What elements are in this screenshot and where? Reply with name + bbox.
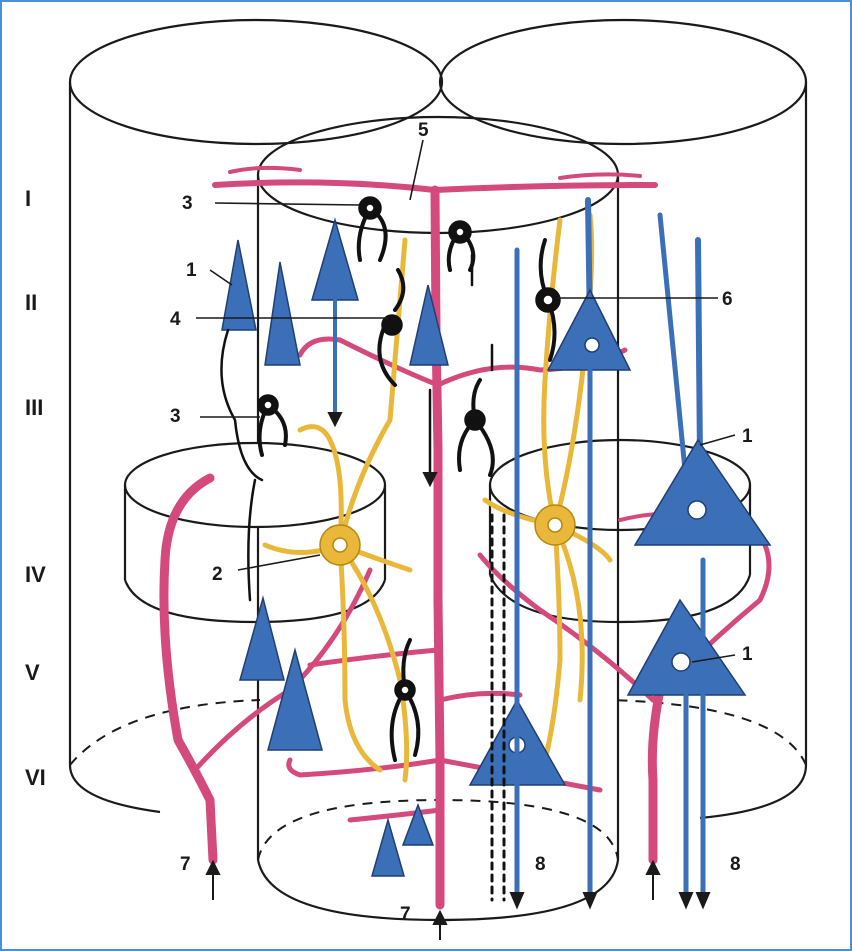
- label-4: 4: [170, 309, 181, 330]
- left-back-cylinder: [70, 20, 442, 812]
- label-3-top: 3: [182, 193, 193, 214]
- layer-label-v: V: [25, 660, 40, 685]
- right-back-cylinder: [440, 20, 806, 818]
- label-3-mid: 3: [170, 406, 181, 427]
- layer-label-iv: IV: [25, 562, 46, 587]
- central-vessel: [435, 190, 440, 905]
- label-1-right-lower: 1: [742, 644, 753, 665]
- left-vessel: [164, 478, 213, 860]
- right-vessel: [652, 690, 660, 860]
- label-1-right-upper: 1: [742, 426, 753, 447]
- layer-label-iii: III: [25, 395, 43, 420]
- label-6: 6: [722, 289, 733, 310]
- label-8-right: 8: [730, 854, 741, 875]
- layer-label-ii: II: [25, 290, 37, 315]
- pyramidal-neurons: [222, 200, 770, 895]
- layer-label-i: I: [25, 186, 31, 211]
- label-5: 5: [418, 120, 429, 141]
- label-8-center: 8: [535, 854, 546, 875]
- label-7-bottom: 7: [400, 904, 411, 925]
- layer-labels: I II III IV V VI: [25, 186, 46, 790]
- layer-label-vi: VI: [25, 765, 46, 790]
- label-7-left: 7: [180, 854, 191, 875]
- label-1-left: 1: [186, 260, 197, 281]
- label-2: 2: [212, 564, 223, 585]
